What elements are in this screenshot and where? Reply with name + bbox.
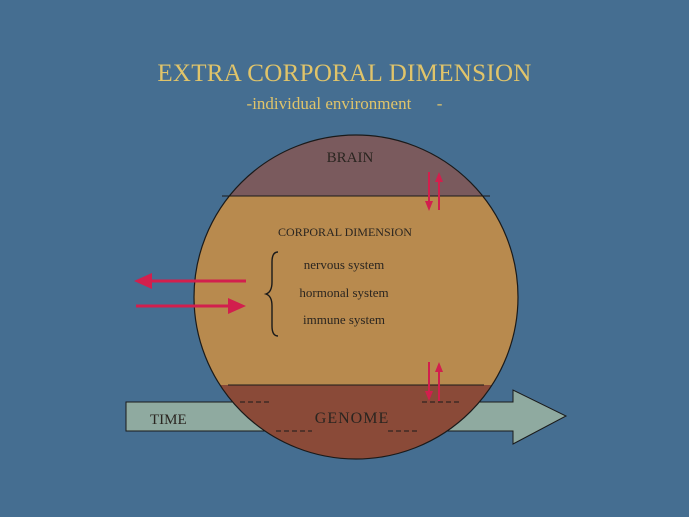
exchange-arrows-left <box>134 273 246 314</box>
diagram-subtitle: -individual environment - <box>246 94 443 113</box>
systems-brace <box>263 251 279 337</box>
body-circle-outline <box>193 134 519 460</box>
system-item-immune: immune system <box>303 312 385 327</box>
time-label: TIME <box>150 412 187 428</box>
diagram-title: EXTRA CORPORAL DIMENSION <box>157 60 532 87</box>
corporal-dimension-label: CORPORAL DIMENSION <box>278 225 412 239</box>
brain-exchange-arrows <box>425 172 443 211</box>
time-arrow-dashes <box>240 401 462 432</box>
genome-label: GENOME <box>315 410 389 427</box>
brain-label: BRAIN <box>327 150 374 166</box>
system-item-hormonal: hormonal system <box>299 285 388 300</box>
corporal-region <box>194 196 518 385</box>
system-item-nervous: nervous system <box>304 257 385 272</box>
genome-exchange-arrows <box>425 362 443 401</box>
